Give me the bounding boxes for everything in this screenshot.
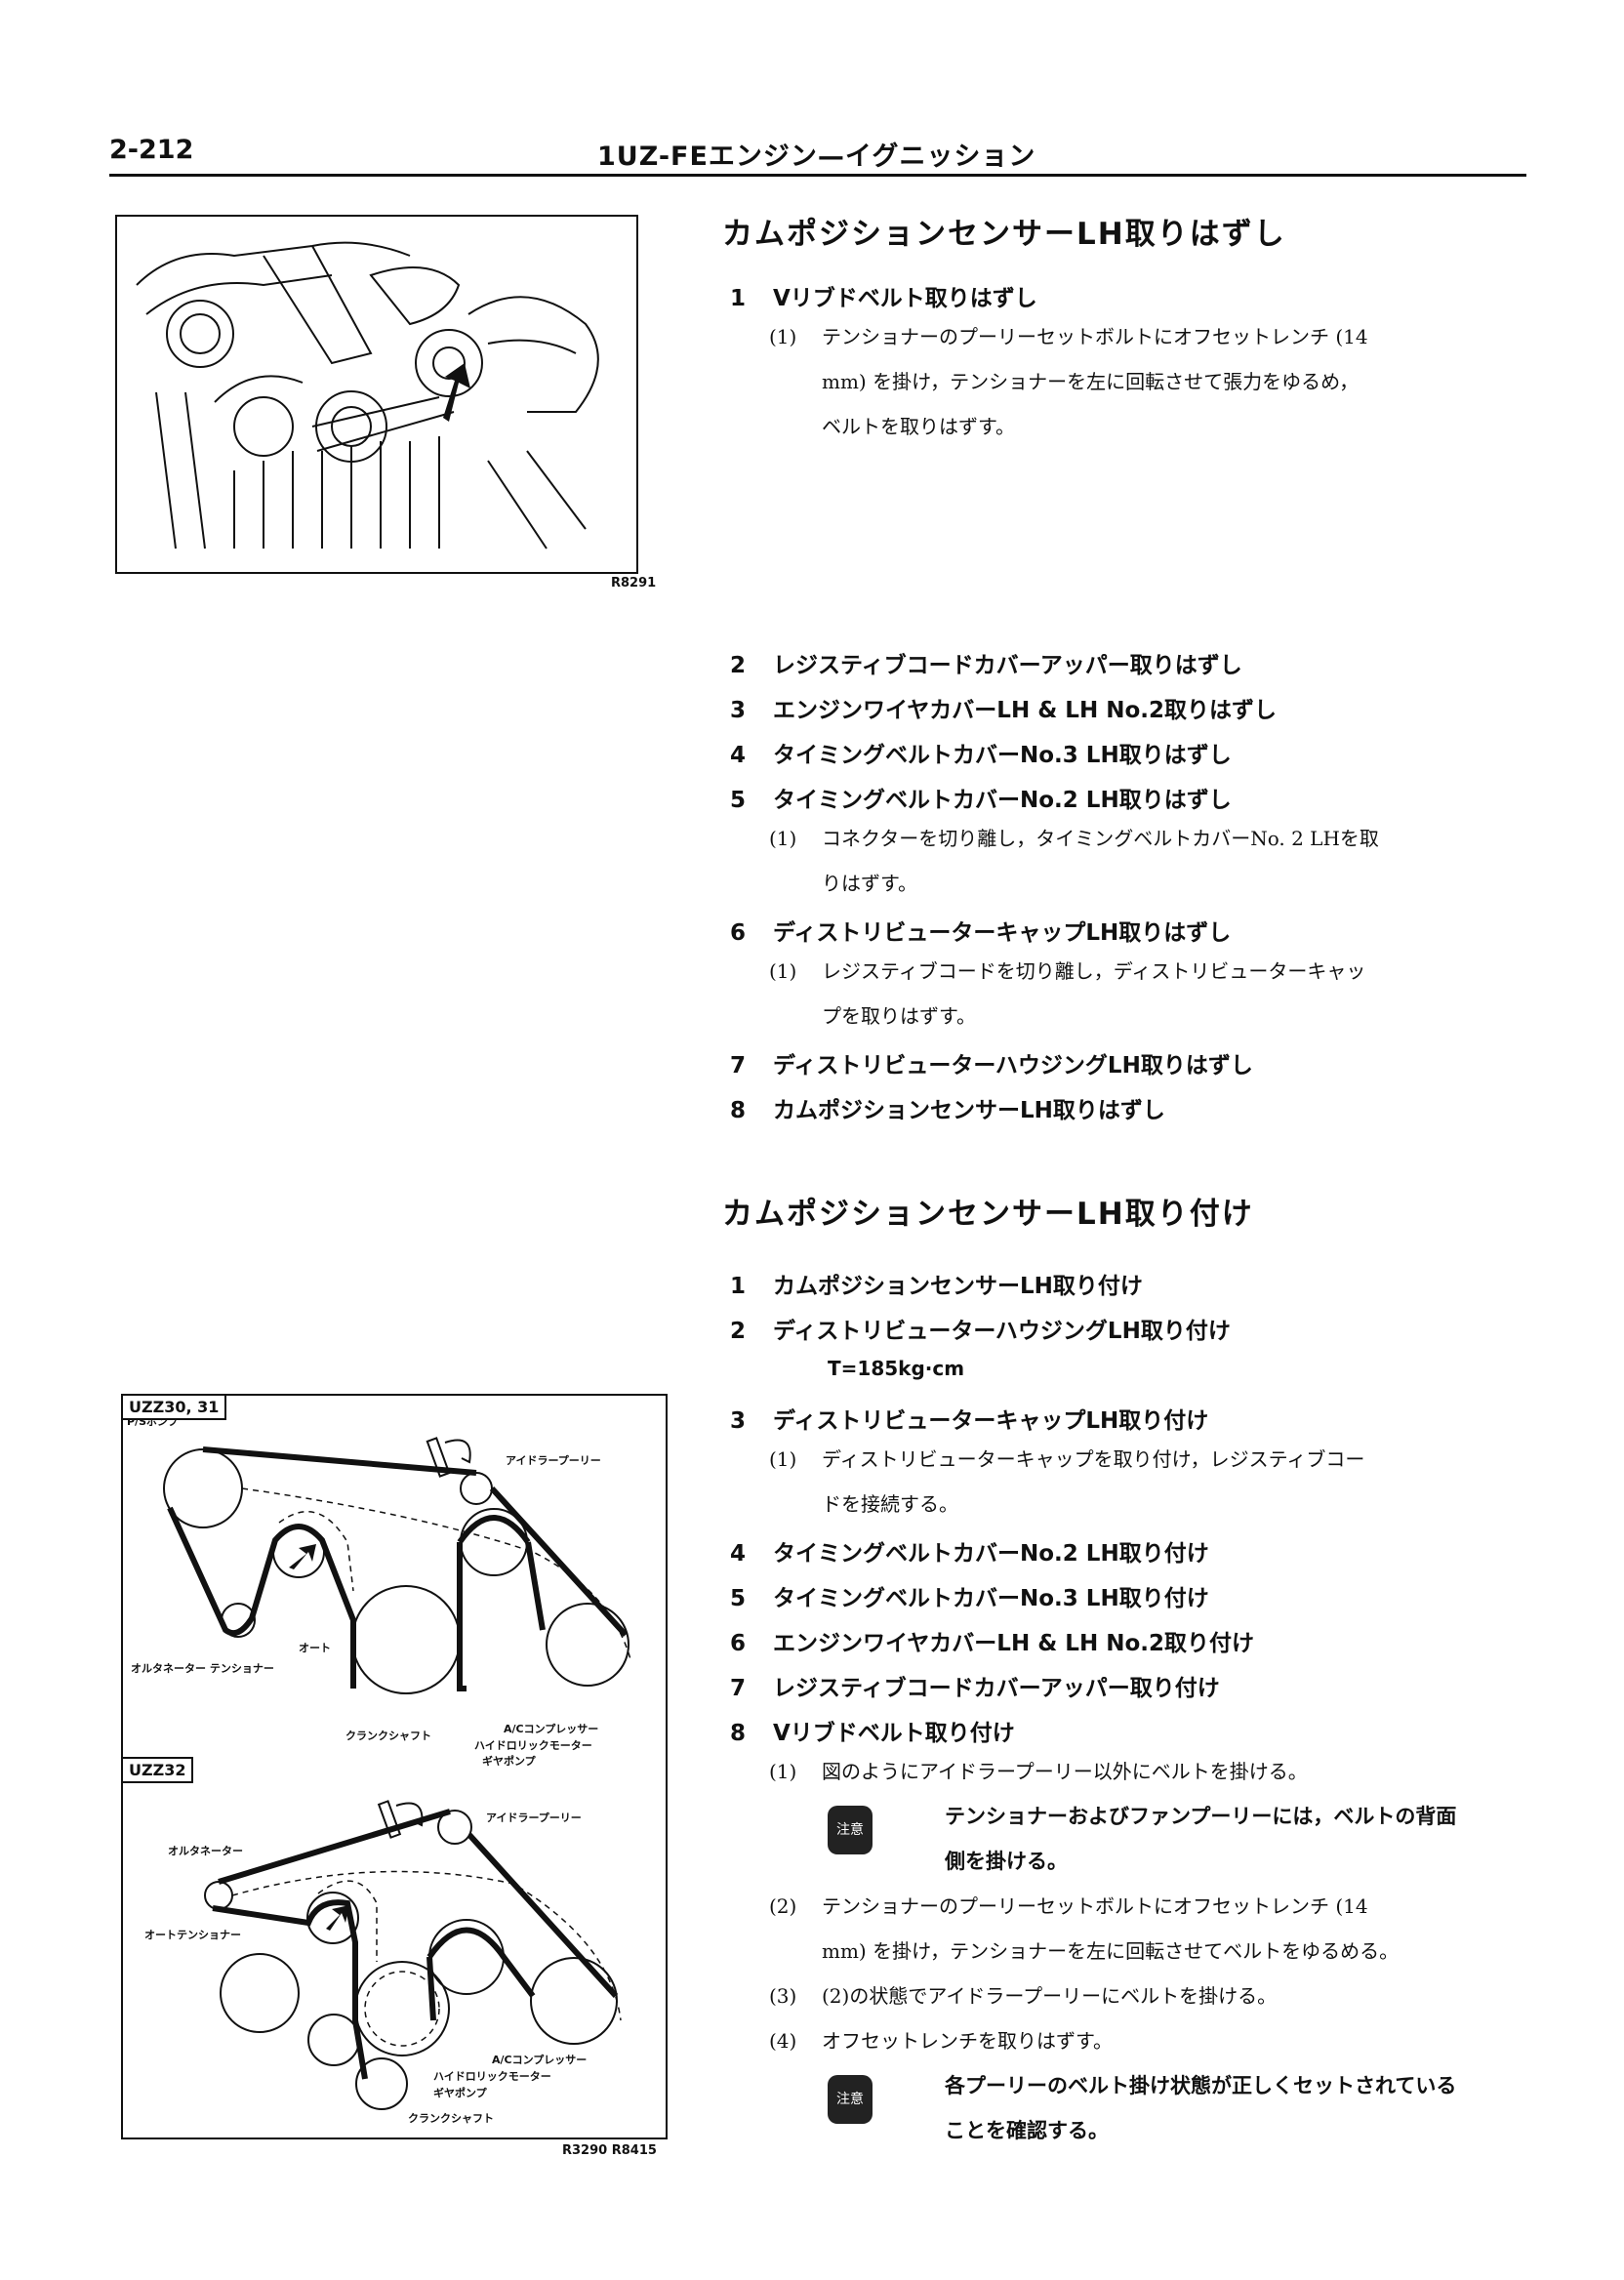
label-idler-a: アイドラープーリー <box>506 1453 601 1467</box>
label-ac-a: A/Cコンプレッサー <box>504 1722 598 1735</box>
removal-step-1-sub-1: (1) テンショナーのプーリーセットボルトにオフセットレンチ (14 mm) を… <box>769 325 1368 438</box>
caution-note-1: 注意 テンショナーおよびファンプーリーには，ベルトの背面 側を掛ける。 <box>828 1794 1456 1884</box>
label-alt-tensioner-a: オルタネーター テンショナー <box>131 1662 274 1675</box>
label-crank-a: クランクシャフト <box>345 1730 431 1742</box>
page-number: 2-212 <box>109 135 194 165</box>
caution-note-2: 注意 各プーリーのベルト掛け状態が正しくセットされている ことを確認する。 <box>828 2063 1456 2153</box>
removal-step-5-sub-1: (1) コネクターを切り離し，タイミングベルトカバーNo. 2 LHを取 りはず… <box>769 827 1379 895</box>
removal-step-6-sub-1: (1) レジスティブコードを切り離し，ディストリビューターキャッ プを取りはずす… <box>769 959 1366 1028</box>
install-step-8-sub-1: (1) 図のようにアイドラープーリー以外にベルトを掛ける。 <box>769 1760 1308 1783</box>
torque-spec: T=185kg·cm <box>828 1357 965 1380</box>
install-step-8-sub-2: (2) テンショナーのプーリーセットボルトにオフセットレンチ (14 mm) を… <box>769 1894 1400 1963</box>
label-auto-tensioner-b: オートテンショナー <box>144 1929 241 1941</box>
belt-routing-diagram: アイドラープーリー オート オルタネーター テンショナー クランクシャフト A/… <box>121 1394 668 2139</box>
figure-code: R8291 <box>611 576 657 590</box>
install-step-8-sub-4: (4) オフセットレンチを取りはずす。 <box>769 2029 1113 2053</box>
label-crank-b: クランクシャフト <box>408 2112 494 2125</box>
label-ac-b: A/Cコンプレッサー <box>492 2053 587 2066</box>
page-header-title: 1UZ-FEエンジン—イグニッション <box>597 142 1036 172</box>
label-hydraulic-a: ハイドロリックモーター <box>474 1739 592 1752</box>
engine-illustration <box>115 215 638 574</box>
figure-code: R3290 R8415 <box>562 2143 657 2158</box>
label-auto-a: オート <box>299 1642 331 1654</box>
label-idler-b: アイドラープーリー <box>486 1811 582 1824</box>
model-label-uzz30-31: UZZ30, 31 <box>121 1394 227 1420</box>
model-label-uzz32: UZZ32 <box>121 1757 194 1783</box>
label-gear-pump-a: ギヤポンプ <box>482 1754 537 1768</box>
label-gear-pump-b: ギヤポンプ <box>433 2086 488 2099</box>
header-divider <box>109 174 1526 177</box>
install-step-3-sub-1: (1) ディストリビューターキャップを取り付け，レジスティブコー ドを接続する。 <box>769 1447 1365 1516</box>
caution-badge: 注意 <box>828 2075 873 2124</box>
label-alternator-b: オルタネーター <box>168 1845 243 1857</box>
install-step-8-sub-3: (3) (2)の状態でアイドラープーリーにベルトを掛ける。 <box>769 1984 1278 2008</box>
caution-badge: 注意 <box>828 1806 873 1854</box>
section-title-installation: カムポジションセンサーLH取り付け <box>722 1197 1254 1232</box>
section-title-removal: カムポジションセンサーLH取りはずし <box>722 217 1286 252</box>
label-hydraulic-b: ハイドロリックモーター <box>433 2070 551 2083</box>
